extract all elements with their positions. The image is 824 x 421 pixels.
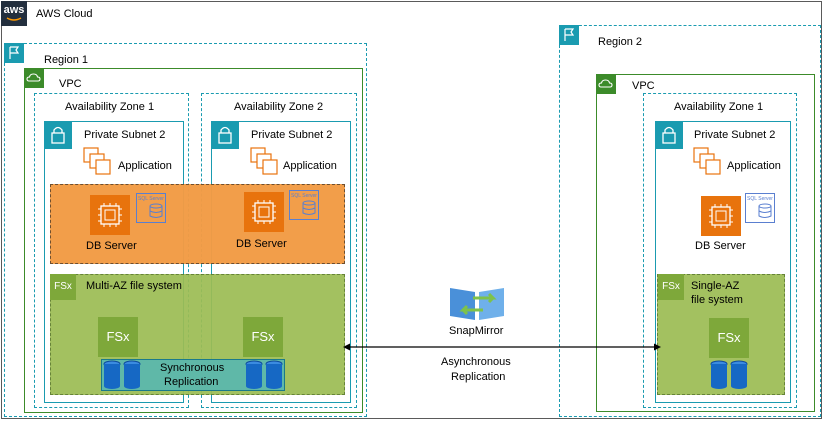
region1-vpc bbox=[24, 68, 363, 413]
region1-label: Region 1 bbox=[44, 54, 89, 66]
region-flag-icon bbox=[4, 43, 24, 63]
database-icon bbox=[709, 358, 749, 392]
fsx-icon: FSx bbox=[50, 274, 76, 300]
region2-az1-subnet-label: Private Subnet 2 bbox=[694, 129, 776, 141]
region2-vpc bbox=[596, 74, 815, 412]
aws-cloud-label: AWS Cloud bbox=[36, 8, 93, 20]
region1-az2-subnet-label: Private Subnet 2 bbox=[251, 129, 333, 141]
fsx-icon: FSx bbox=[658, 274, 684, 300]
fsx-volume-icon: FSx bbox=[98, 317, 138, 357]
app-instances-icon bbox=[83, 147, 113, 177]
database-icon bbox=[102, 358, 142, 392]
sync-replication-label-1: Synchronous bbox=[160, 362, 225, 374]
single-az-label-1: Single-AZ bbox=[691, 280, 740, 292]
fsx-volume-icon: FSx bbox=[243, 317, 283, 357]
multi-az-label: Multi-AZ file system bbox=[86, 280, 182, 292]
async-replication-label-1: Asynchronous bbox=[441, 356, 511, 368]
region2-label: Region 2 bbox=[598, 36, 643, 48]
region-flag-icon bbox=[559, 25, 579, 45]
sql-server-icon: SQL Server bbox=[289, 190, 319, 220]
region1-vpc-label: VPC bbox=[59, 78, 82, 90]
region1-az2-app-label: Application bbox=[283, 160, 337, 172]
ec2-icon bbox=[90, 195, 130, 235]
region2-container bbox=[559, 25, 821, 417]
region2-az1-db-label: DB Server bbox=[695, 240, 746, 252]
ec2-icon bbox=[701, 196, 741, 236]
snapmirror-label: SnapMirror bbox=[449, 325, 504, 337]
region2-az1-subnet bbox=[655, 121, 791, 403]
sql-server-icon: SQL Server bbox=[745, 193, 775, 223]
region2-az1 bbox=[643, 93, 797, 408]
region1-az1-label: Availability Zone 1 bbox=[65, 101, 155, 113]
region1-container bbox=[4, 43, 367, 417]
vpc-cloud-icon bbox=[24, 68, 44, 88]
region2-vpc-label: VPC bbox=[632, 80, 655, 92]
async-replication-label-2: Replication bbox=[451, 371, 506, 383]
lock-icon bbox=[44, 121, 72, 149]
region1-az1-app-label: Application bbox=[118, 160, 172, 172]
lock-icon bbox=[211, 121, 239, 149]
snapmirror-icon bbox=[447, 286, 507, 322]
region2-az1-app-label: Application bbox=[727, 160, 781, 172]
app-instances-icon bbox=[250, 147, 280, 177]
sync-replication-label-2: Replication bbox=[164, 376, 219, 388]
region1-az2-db-label: DB Server bbox=[236, 238, 287, 250]
sql-server-icon: SQL Server bbox=[136, 193, 166, 223]
app-instances-icon bbox=[693, 147, 723, 177]
aws-logo: aws bbox=[1, 1, 27, 26]
async-replication-arrow bbox=[343, 342, 661, 352]
ec2-icon bbox=[244, 192, 284, 232]
single-az-label-2: file system bbox=[691, 294, 743, 306]
vpc-cloud-icon bbox=[596, 74, 616, 94]
database-icon bbox=[244, 358, 284, 392]
region1-az1-subnet-label: Private Subnet 2 bbox=[84, 129, 166, 141]
fsx-volume-icon: FSx bbox=[709, 318, 749, 358]
region1-az2-label: Availability Zone 2 bbox=[234, 101, 324, 113]
region2-az1-label: Availability Zone 1 bbox=[674, 101, 764, 113]
region1-az1-db-label: DB Server bbox=[86, 240, 137, 252]
lock-icon bbox=[655, 121, 683, 149]
